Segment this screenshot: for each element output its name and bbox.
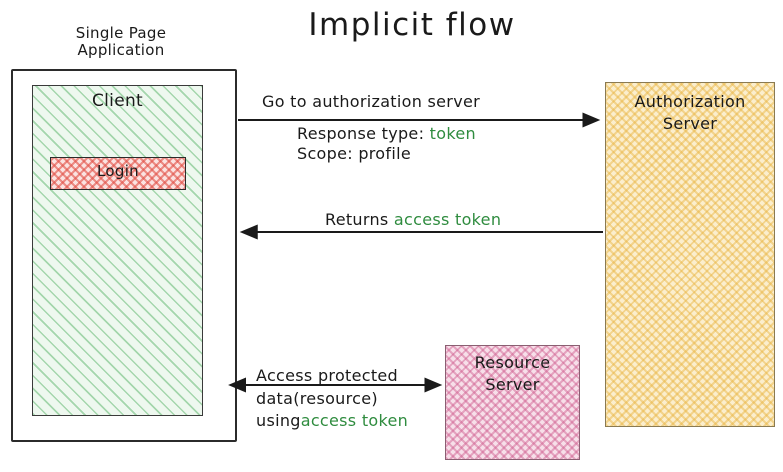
step1-headline: Go to authorization server: [262, 92, 480, 111]
step1-response-type-key: Response type:: [297, 124, 430, 143]
resource-server-line1: Resource: [474, 353, 551, 372]
step1-scope: Scope: profile: [297, 144, 411, 164]
spa-caption-line2: Application: [77, 40, 165, 59]
step2-highlight: access token: [393, 210, 502, 229]
authorization-server-line1: Authorization: [634, 92, 746, 111]
step3-text: Access protected data(resource) usingacc…: [256, 365, 408, 433]
authorization-server-line2: Server: [662, 113, 718, 133]
step2-text: Returns access token: [325, 211, 501, 229]
client-label: Client: [91, 91, 143, 111]
step1-params: Response type: token Scope: profile: [297, 124, 476, 165]
spa-caption-line1: Single Page: [75, 24, 167, 42]
single-page-application-caption: Single Page Application: [31, 25, 211, 59]
login-button[interactable]: [50, 157, 186, 190]
step3-line1: Access protected: [256, 366, 399, 385]
client-box: [32, 85, 203, 416]
authorization-server-box: [605, 82, 775, 427]
resource-server-label: Resource Server: [445, 352, 580, 395]
page-title: Implicit flow: [308, 7, 516, 43]
authorization-server-label: Authorization Server: [605, 91, 775, 134]
resource-server-line2: Server: [485, 374, 540, 394]
step3-line3-highlight: access token: [300, 411, 409, 431]
resource-server-box: [445, 345, 580, 460]
step3-line2: data(resource): [256, 388, 378, 408]
login-button-label: Login: [97, 162, 139, 180]
step2-prefix: Returns: [325, 210, 394, 229]
step1-response-type-value: token: [429, 124, 476, 143]
step3-line3-prefix: using: [256, 411, 301, 431]
